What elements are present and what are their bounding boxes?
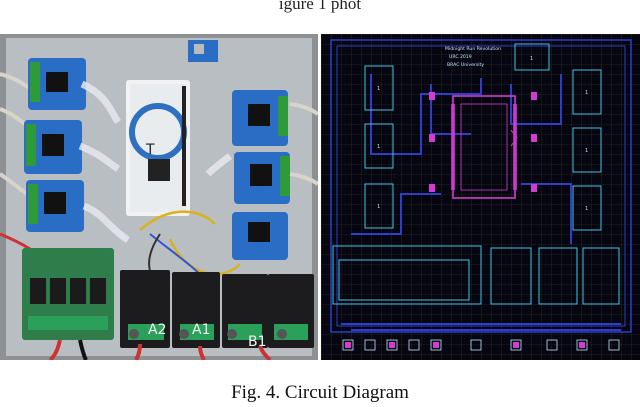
hardware-photo: T <box>0 34 318 360</box>
pcb-pad-label: 1 <box>530 56 533 62</box>
pcb-pad-7 <box>514 43 550 71</box>
svg-text:T: T <box>145 142 155 158</box>
pcb-pad-label: 1 <box>585 90 588 96</box>
pcb-pad-2 <box>364 123 394 169</box>
motor-driver-left-3 <box>26 180 84 232</box>
driver-board-4 <box>268 274 314 348</box>
relay-module <box>22 248 114 340</box>
pcb-pad-5 <box>572 127 602 173</box>
pcb-pad-label: 1 <box>585 206 588 212</box>
pcb-pad-label: 1 <box>377 204 380 210</box>
pcb-mcu-footprint <box>451 95 518 199</box>
photo-label-a2: A2 <box>148 322 166 338</box>
motor-driver-left-1 <box>28 58 86 110</box>
pcb-pad-label: 1 <box>377 144 380 150</box>
pcb-pad-1 <box>364 65 394 111</box>
photo-label-a1: A1 <box>192 322 210 338</box>
pcb-pad-3 <box>364 183 394 229</box>
microcontroller-board: T <box>126 80 190 216</box>
pcb-title-line-1: Midnight Run Revolution <box>445 46 501 52</box>
motor-driver-right-1 <box>232 90 288 146</box>
photo-label-b1: B1 <box>248 334 267 350</box>
pcb-pad-label: 1 <box>377 86 380 92</box>
pcb-pad-label: 1 <box>585 148 588 154</box>
motor-driver-right-3 <box>232 212 288 260</box>
pcb-pad-4 <box>572 69 602 115</box>
top-caption-fragment: igure 1 phot <box>278 0 362 13</box>
motor-driver-left-2 <box>24 120 82 174</box>
pcb-title-line-2: URC 2019 <box>449 54 472 60</box>
pcb-title-line-3: BRAC University <box>447 62 484 68</box>
motor-driver-right-2 <box>234 152 290 204</box>
figure-caption: Fig. 4. Circuit Diagram <box>231 382 409 403</box>
pcb-pad-6 <box>572 185 602 231</box>
pcb-layout: 1 1 1 1 1 1 1 <box>321 34 640 360</box>
figure: T <box>0 34 640 360</box>
